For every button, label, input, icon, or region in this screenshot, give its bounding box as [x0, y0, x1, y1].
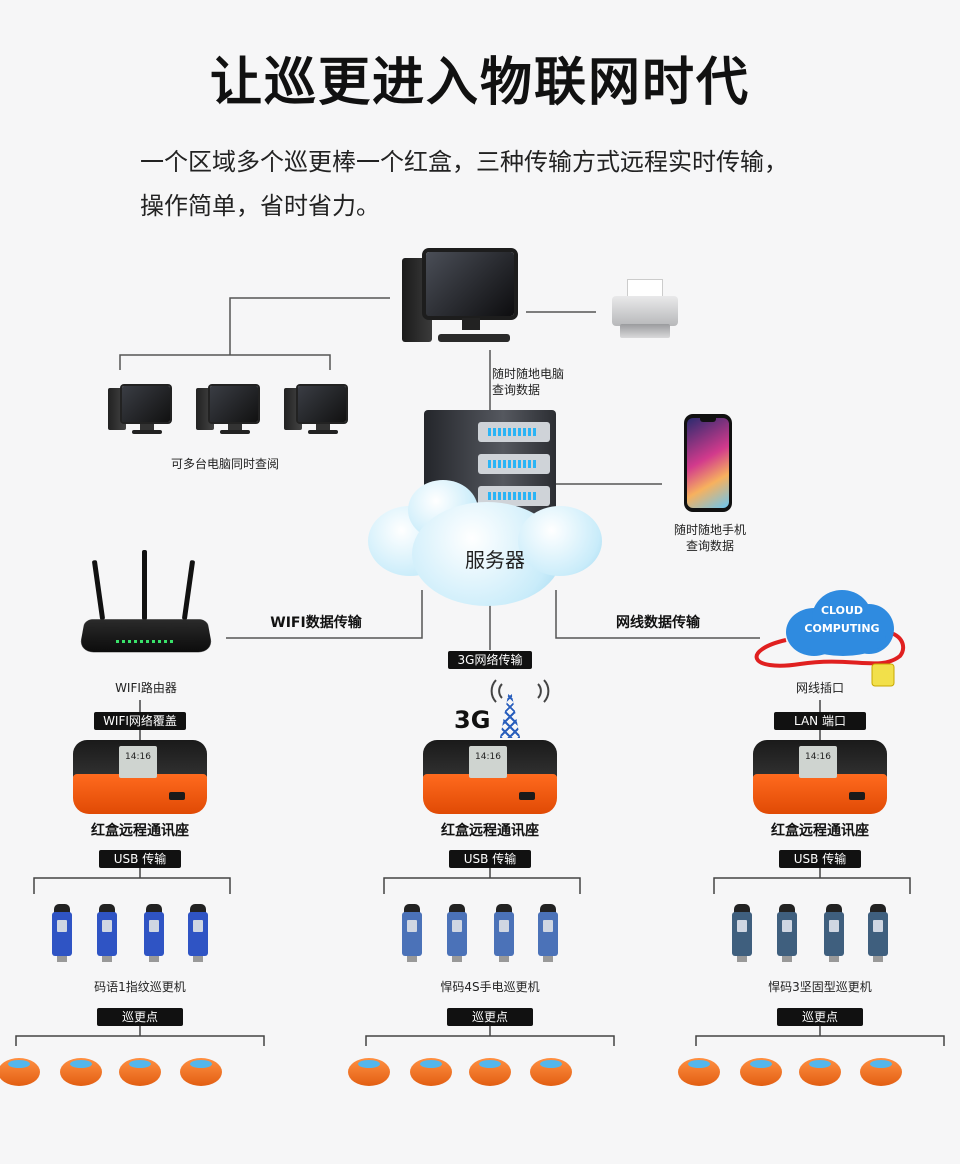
usb-tag: USB 传输	[779, 850, 861, 868]
phone-query-label: 随时随地手机查询数据	[673, 523, 746, 553]
patrol-point-icon	[469, 1058, 511, 1086]
patrol-point-tag: 巡更点	[777, 1008, 863, 1026]
patrol-device-icon	[493, 904, 515, 962]
patrol-device-icon	[446, 904, 468, 962]
3g-tower-icon: 3G	[450, 676, 550, 738]
red-box-label: 红盒远程通讯座	[771, 823, 869, 839]
patrol-device-icon	[96, 904, 118, 962]
patrol-point-icon	[530, 1058, 572, 1086]
patrol-device-label: 码语1指纹巡更机	[94, 980, 186, 994]
patrol-point-icon	[410, 1058, 452, 1086]
pc-icon	[284, 384, 350, 440]
patrol-point-icon	[678, 1058, 720, 1086]
intro-line-2: 操作简单，省时省力。	[140, 192, 380, 220]
link-tag: WIFI网络覆盖	[94, 712, 186, 730]
pc-icon	[196, 384, 262, 440]
patrol-point-icon	[0, 1058, 40, 1086]
patrol-device-label: 悍码3坚固型巡更机	[768, 980, 872, 994]
cloud-icon	[368, 476, 604, 606]
patrol-point-icon	[119, 1058, 161, 1086]
patrol-point-icon	[60, 1058, 102, 1086]
network-cable-icon	[754, 630, 906, 668]
patrol-point-icon	[348, 1058, 390, 1086]
multi-pc-label: 可多台电脑同时查阅	[170, 457, 279, 471]
patrol-point-tag: 巡更点	[97, 1008, 183, 1026]
pc-query-label: 随时随地电脑查询数据	[492, 367, 565, 397]
box-display: 14:16	[799, 746, 837, 778]
3g-transfer-tag: 3G网络传输	[448, 651, 532, 669]
patrol-device-icon	[867, 904, 889, 962]
router-label: WIFI路由器	[115, 681, 177, 695]
usb-tag: USB 传输	[99, 850, 181, 868]
red-box-communicator-icon: 14:16	[73, 740, 207, 814]
patrol-device-icon	[823, 904, 845, 962]
wifi-router-icon	[78, 548, 214, 660]
red-box-label: 红盒远程通讯座	[441, 823, 539, 839]
patrol-device-icon	[537, 904, 559, 962]
red-box-communicator-icon: 14:16	[753, 740, 887, 814]
page-title: 让巡更进入物联网时代	[209, 53, 750, 113]
printer-icon	[612, 280, 678, 340]
smartphone-icon	[684, 414, 732, 512]
usb-tag: USB 传输	[449, 850, 531, 868]
red-box-communicator-icon: 14:16	[423, 740, 557, 814]
cable-plug-label: 网线插口	[795, 681, 844, 695]
intro-line-1: 一个区域多个巡更棒一个红盒，三种传输方式远程实时传输，	[140, 148, 788, 176]
patrol-device-label: 悍码4S手电巡更机	[440, 980, 540, 994]
red-box-label: 红盒远程通讯座	[91, 823, 189, 839]
patrol-device-icon	[731, 904, 753, 962]
desktop-computer-icon	[402, 250, 522, 346]
patrol-device-icon	[187, 904, 209, 962]
box-display: 14:16	[119, 746, 157, 778]
patrol-device-icon	[401, 904, 423, 962]
patrol-point-icon	[180, 1058, 222, 1086]
pc-icon	[108, 384, 174, 440]
wifi-transfer-label: WIFI数据传输	[270, 615, 362, 631]
patrol-point-icon	[860, 1058, 902, 1086]
box-display: 14:16	[469, 746, 507, 778]
wire-transfer-label: 网线数据传输	[616, 615, 700, 631]
patrol-point-tag: 巡更点	[447, 1008, 533, 1026]
patrol-point-icon	[740, 1058, 782, 1086]
link-tag: LAN 端口	[774, 712, 866, 730]
rj45-plug-icon	[871, 663, 895, 687]
patrol-point-icon	[799, 1058, 841, 1086]
patrol-device-icon	[776, 904, 798, 962]
server-label: 服务器	[465, 548, 525, 572]
patrol-device-icon	[143, 904, 165, 962]
patrol-device-icon	[51, 904, 73, 962]
